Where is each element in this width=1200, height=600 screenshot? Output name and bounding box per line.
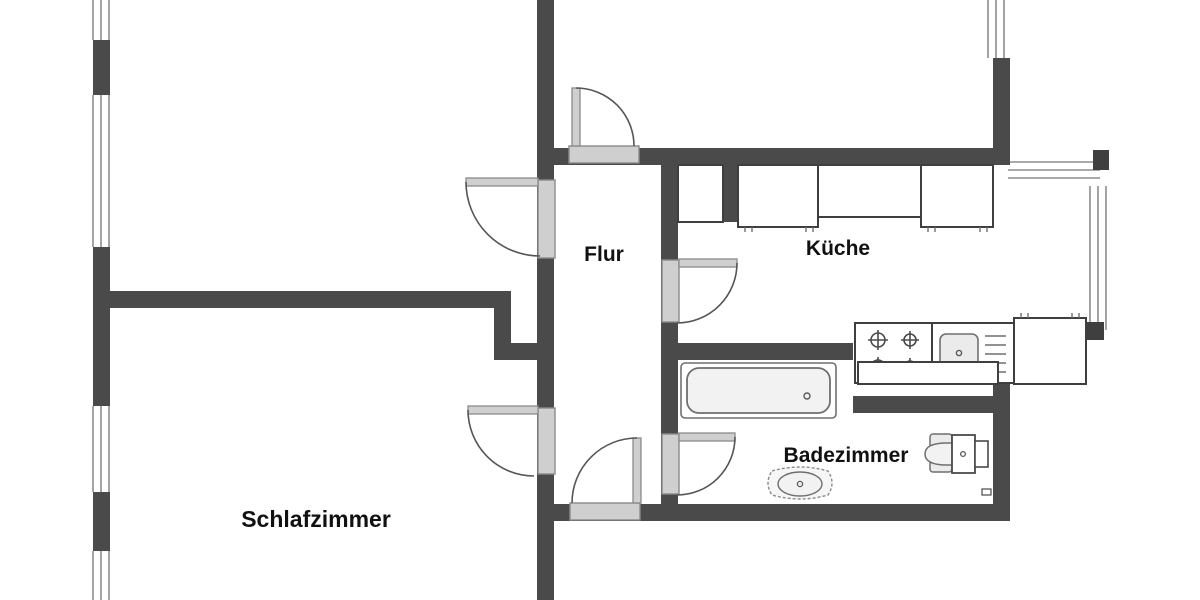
door-flur-bottom-opening[interactable]	[569, 502, 641, 521]
window-top	[987, 0, 1005, 58]
kitchen-sink-drain	[955, 349, 963, 357]
door-badezimmer-arc	[676, 436, 736, 496]
door-flur-bottom[interactable]	[569, 437, 642, 521]
wall-top-kueche	[661, 148, 1010, 165]
door-schlafzimmer-opening[interactable]	[537, 407, 556, 475]
toilet-flush	[959, 450, 967, 458]
balcony-corner-post-bottom	[1086, 322, 1104, 340]
balcony-corner-post-top	[1093, 150, 1109, 170]
bathtub-inner	[686, 367, 831, 414]
door-kueche-panel[interactable]	[678, 258, 738, 268]
wall-bad-top-right	[853, 396, 1010, 413]
wall-stub-vertical	[494, 291, 511, 360]
bathtub	[680, 362, 837, 419]
kitchen-cabinet-4	[920, 164, 994, 228]
door-flur-top[interactable]	[568, 87, 640, 164]
wall-right-kueche-upper	[993, 58, 1010, 165]
door-flur-left-upper-opening[interactable]	[537, 179, 556, 259]
window-left-4	[92, 551, 110, 600]
wall-stub-horizontal	[494, 343, 550, 360]
door-flur-left-upper[interactable]	[465, 177, 556, 259]
door-flur-left-upper-arc	[465, 181, 541, 257]
door-schlafzimmer[interactable]	[467, 405, 556, 477]
wall-left-seg-1	[93, 40, 110, 95]
door-kueche-opening[interactable]	[661, 259, 680, 323]
door-schlafzimmer-arc	[467, 409, 535, 477]
door-kueche-arc	[676, 262, 738, 324]
door-flur-top-panel[interactable]	[571, 87, 581, 147]
door-badezimmer-opening[interactable]	[661, 433, 680, 495]
wall-kueche-niche	[723, 165, 738, 222]
window-left-1	[92, 0, 110, 40]
kitchen-cabinet-3	[817, 164, 922, 218]
door-badezimmer-panel[interactable]	[678, 432, 736, 442]
wall-central-upper	[537, 0, 554, 180]
bathroom-small-fixture	[981, 488, 992, 496]
door-flur-top-leaf-opening[interactable]	[568, 145, 640, 164]
kitchen-cabinet-2	[737, 164, 819, 228]
wall-central-mid-b	[537, 295, 554, 408]
toilet	[924, 433, 992, 496]
bathtub-drain	[803, 392, 811, 400]
window-left-3	[92, 406, 110, 492]
wall-kueche-bad-divider	[678, 343, 853, 360]
kitchen-cabinet-1	[677, 164, 724, 223]
door-flur-left-upper-panel[interactable]	[465, 177, 539, 187]
room-label-schlafzimmer: Schlafzimmer	[241, 506, 391, 532]
wall-bottom-bad	[661, 504, 1010, 521]
window-left-2	[92, 95, 110, 247]
kitchen-cabinet-5-feet	[1020, 313, 1080, 318]
walls	[93, 0, 1010, 600]
bathroom-shelf	[857, 361, 999, 385]
door-badezimmer[interactable]	[661, 432, 736, 496]
room-label-kueche: Küche	[806, 237, 870, 260]
wall-central-bottom	[537, 514, 554, 600]
washbasin-bowl	[777, 471, 823, 497]
window-balcony-top	[1008, 161, 1100, 179]
room-label-badezimmer: Badezimmer	[784, 444, 909, 467]
toilet-bowl	[924, 442, 956, 466]
room-label-flur: Flur	[584, 243, 624, 266]
toilet-cistern	[951, 434, 976, 474]
door-schlafzimmer-panel[interactable]	[467, 405, 539, 415]
door-kueche[interactable]	[661, 258, 738, 324]
wall-left-seg-2	[93, 247, 110, 406]
door-flur-top-arc	[575, 87, 635, 147]
toilet-tank-back	[974, 440, 989, 468]
wall-flur-right-lower	[661, 323, 678, 434]
door-flur-bottom-panel[interactable]	[632, 437, 642, 504]
washbasin	[767, 466, 833, 500]
wall-flur-right-upper	[661, 148, 678, 262]
kitchen-counter-top	[677, 164, 994, 232]
wall-left-seg-3	[93, 492, 110, 551]
door-flur-bottom-arc	[571, 437, 638, 504]
window-balcony-right	[1089, 186, 1107, 330]
wall-interior-horizontal-left	[93, 291, 511, 308]
cabinet-feet	[744, 227, 988, 232]
kitchen-cabinet-5	[1013, 317, 1087, 385]
washbasin-drain	[796, 480, 804, 488]
wall-right-bad	[993, 413, 1010, 521]
